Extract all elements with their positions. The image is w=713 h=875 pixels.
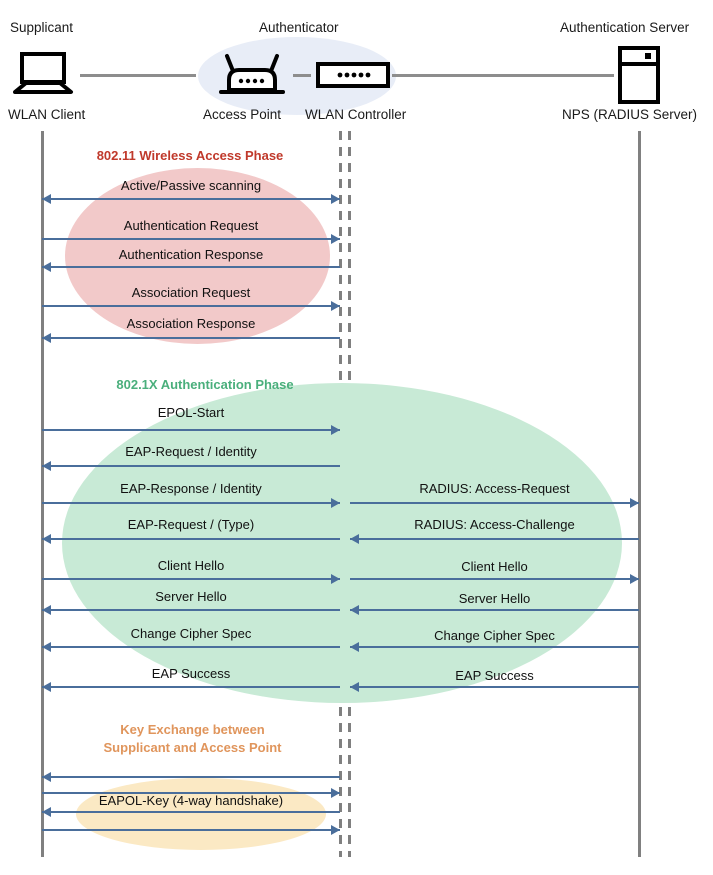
actor-role-authentication-server: Authentication Server [560, 20, 690, 35]
actor-device-wlan-controller: WLAN Controller [305, 107, 407, 122]
laptop-icon [12, 52, 74, 96]
message-label: Client Hello [157, 558, 225, 573]
server-icon [617, 46, 661, 104]
phase-blob-802-11 [65, 168, 330, 344]
arrow-head-left [42, 461, 51, 471]
wlan-controller-icon [316, 62, 390, 88]
message-label: Association Request [131, 285, 251, 300]
message-label: EAP-Request / (Type) [127, 517, 255, 532]
message-label: EPOL-Start [157, 405, 225, 420]
wire-ap-to-controller [293, 74, 311, 77]
message-arrow-line [42, 502, 340, 504]
message-label: EAP Success [455, 668, 534, 683]
message-arrow-line [42, 686, 340, 688]
arrow-head-left [350, 534, 359, 544]
arrow-head-right [331, 825, 340, 835]
arrow-head-right [630, 498, 639, 508]
arrow-head-left [42, 642, 51, 652]
message-arrow-line [42, 305, 340, 307]
message-arrow-line [350, 609, 639, 611]
message-label: Association Response [126, 316, 256, 331]
phase-blob-key-exchange [76, 778, 326, 850]
message-arrow-line [350, 646, 639, 648]
arrow-head-left [350, 682, 359, 692]
phase-label-key-exchange: Key Exchange between Supplicant and Acce… [103, 722, 282, 755]
message-arrow-line [42, 609, 340, 611]
arrow-head-left [42, 772, 51, 782]
actor-device-access-point: Access Point [203, 107, 282, 122]
arrow-head-left [42, 194, 51, 204]
message-arrow-line [42, 198, 340, 200]
message-label: EAPOL-Key (4-way handshake) [98, 793, 284, 808]
arrow-head-left [42, 262, 51, 272]
actor-device-nps-radius-server: NPS (RADIUS Server) [562, 107, 698, 122]
message-label: Client Hello [461, 559, 528, 574]
message-label: Server Hello [155, 589, 227, 604]
arrow-head-right [331, 498, 340, 508]
wireless-access-point-icon [215, 50, 289, 96]
message-arrow-line [350, 578, 639, 580]
message-arrow-line [42, 776, 340, 778]
message-arrow-line [42, 266, 340, 268]
message-label: Authentication Response [118, 247, 264, 262]
actor-role-supplicant: Supplicant [10, 20, 74, 35]
lifeline-nps-radius-server [638, 131, 641, 857]
phase-blob-802-1x [62, 383, 622, 703]
arrow-head-right [331, 194, 340, 204]
message-label: Change Cipher Spec [434, 628, 555, 643]
wire-controller-to-server [392, 74, 614, 77]
message-arrow-line [42, 829, 340, 831]
message-label: EAP Success [151, 666, 231, 681]
arrow-head-left [350, 642, 359, 652]
message-arrow-line [350, 538, 639, 540]
message-arrow-line [42, 792, 340, 794]
lifeline-wlan-client [41, 131, 44, 857]
message-label: Active/Passive scanning [120, 178, 262, 193]
arrow-head-left [42, 333, 51, 343]
message-arrow-line [42, 578, 340, 580]
phase-label-802-11: 802.11 Wireless Access Phase [96, 148, 284, 163]
arrow-head-right [630, 574, 639, 584]
arrow-head-left [42, 807, 51, 817]
message-arrow-line [42, 429, 340, 431]
message-label: EAP-Request / Identity [125, 444, 257, 459]
message-arrow-line [42, 337, 340, 339]
arrow-head-left [42, 534, 51, 544]
message-arrow-line [42, 538, 340, 540]
message-arrow-line [42, 465, 340, 467]
arrow-head-right [331, 234, 340, 244]
arrow-head-left [42, 605, 51, 615]
message-label: Authentication Request [123, 218, 259, 233]
message-arrow-line [350, 686, 639, 688]
actor-device-wlan-client: WLAN Client [8, 107, 86, 122]
arrow-head-left [350, 605, 359, 615]
actor-role-authenticator: Authenticator [259, 20, 339, 35]
message-label: Server Hello [458, 591, 531, 606]
message-arrow-line [42, 238, 340, 240]
arrow-head-right [331, 425, 340, 435]
message-label: EAP-Response / Identity [120, 481, 262, 496]
arrow-head-right [331, 788, 340, 798]
wire-client-to-ap [80, 74, 196, 77]
message-arrow-line [42, 646, 340, 648]
message-label: RADIUS: Access-Request [419, 481, 570, 496]
message-arrow-line [350, 502, 639, 504]
arrow-head-right [331, 574, 340, 584]
phase-label-802-1x: 802.1X Authentication Phase [116, 377, 294, 392]
message-label: Change Cipher Spec [130, 626, 252, 641]
message-arrow-line [42, 811, 340, 813]
message-label: RADIUS: Access-Challenge [414, 517, 575, 532]
arrow-head-right [331, 301, 340, 311]
arrow-head-left [42, 682, 51, 692]
